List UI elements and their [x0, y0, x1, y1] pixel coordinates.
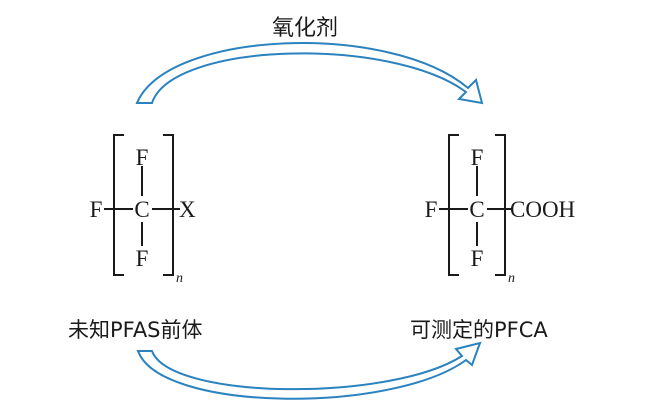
right-atom-center: C [469, 197, 484, 222]
left-atom-right: X [179, 197, 196, 222]
right-atom-right: COOH [510, 197, 575, 222]
right-atom-bottom: F [471, 246, 484, 271]
left-structure-brackets [113, 134, 174, 276]
left-structure-bonds [104, 166, 180, 246]
right-subscript-n: n [508, 271, 515, 286]
bottom-curved-arrow [136, 341, 482, 400]
right-structure-bonds [439, 166, 512, 246]
left-atom-top: F [136, 145, 149, 170]
left-atom-bottom: F [136, 246, 149, 271]
left-atom-left: F [90, 197, 103, 222]
pfca-caption: 可测定的PFCA [410, 318, 548, 342]
left-subscript-n: n [176, 271, 183, 286]
top-curved-arrow [135, 42, 484, 105]
right-atom-top: F [471, 145, 484, 170]
left-atom-center: C [134, 197, 149, 222]
right-structure-brackets [448, 134, 506, 276]
arrow-label: 氧化剂 [272, 16, 339, 41]
right-atom-left: F [425, 197, 438, 222]
precursor-caption: 未知PFAS前体 [68, 318, 203, 342]
